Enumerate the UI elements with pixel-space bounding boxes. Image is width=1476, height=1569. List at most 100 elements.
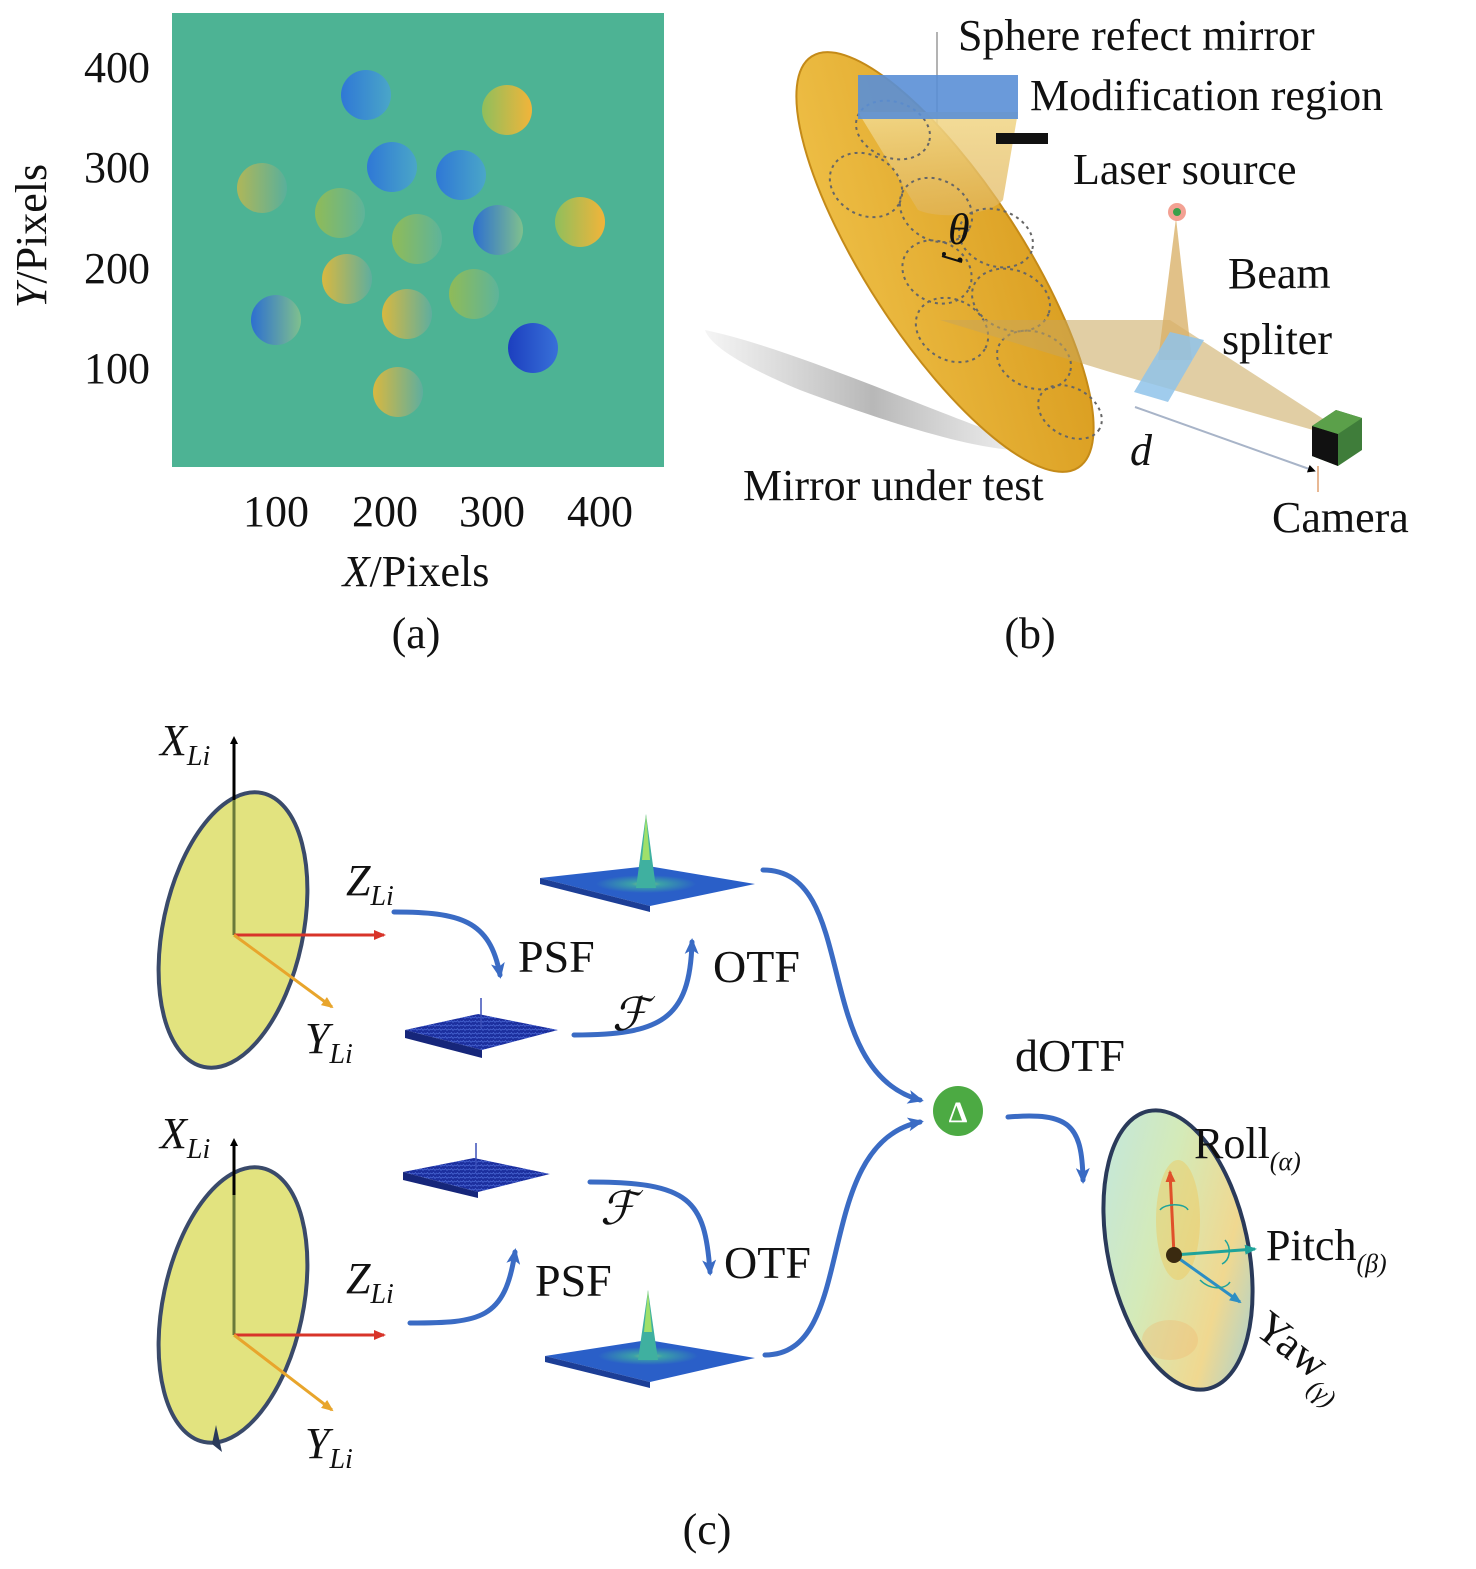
y-tick-label: 200: [84, 244, 150, 293]
flow-arrows: [391, 867, 1090, 1358]
panel-c: XLi ZLi YLi XLi ZLi YLi: [156, 716, 1387, 1554]
label-splitter: spliter: [1222, 315, 1332, 364]
rotation-indicator: [1159, 1204, 1189, 1211]
phase-spot: [508, 323, 558, 373]
arrow-otf-to-delta-upper: [760, 867, 924, 1104]
result-origin: [1166, 1247, 1182, 1263]
phase-spot: [392, 214, 442, 264]
yaw-axis: [1173, 1253, 1242, 1304]
phase-spot: [473, 205, 523, 255]
label-modification-region: Modification region: [1030, 71, 1383, 120]
phase-spot: [341, 70, 391, 120]
psf-surface-upper: [405, 998, 558, 1058]
arrow-fourier-upper: [571, 938, 699, 1038]
modification-region: [858, 75, 1018, 119]
x-axis-ticks: 100 200 300 400: [243, 487, 633, 536]
pitch-label: Pitch(β): [1266, 1221, 1387, 1278]
arrow-delta-to-result: [1005, 1113, 1090, 1184]
roll-label: Roll(α): [1194, 1119, 1301, 1176]
label-camera: Camera: [1272, 493, 1409, 542]
arrow-z-to-psf-lower: [407, 1248, 521, 1326]
otf-surface-lower: [545, 1290, 755, 1388]
delta-symbol: Δ: [949, 1096, 968, 1129]
laser-beam: [1158, 218, 1192, 360]
phase-spot: [251, 295, 301, 345]
camera: [1312, 410, 1362, 492]
psf-surface-lower: [403, 1143, 550, 1198]
label-sphere-mirror: Sphere refect mirror: [958, 11, 1315, 60]
upper-coordinate-frame: XLi ZLi YLi: [156, 716, 394, 1070]
rotation-indicator: [1199, 1279, 1231, 1289]
y-tick-label: 100: [84, 344, 150, 393]
panel-a: 400 300 200 100 100 200 300 400 X/Pixels…: [7, 13, 664, 658]
panel-b: Sphere refect mirror Modification region…: [705, 11, 1409, 658]
mirror-under-test: [795, 51, 1095, 473]
lower-z-label: ZLi: [346, 1254, 394, 1310]
result-hotspot: [1142, 1320, 1198, 1360]
caption-b: (b): [1004, 609, 1055, 658]
modification-marker: [996, 133, 1048, 144]
x-tick-label: 300: [459, 487, 525, 536]
psf-label-upper: PSF: [518, 931, 595, 982]
lower-disk-tab: [212, 1425, 222, 1452]
otf-label-upper: OTF: [713, 941, 800, 992]
otf-label-lower: OTF: [724, 1237, 811, 1288]
return-beam: [940, 320, 1325, 432]
symbol-d: d: [1130, 426, 1153, 475]
y-tick-label: 400: [84, 43, 150, 92]
phase-spot: [367, 142, 417, 192]
caption-a: (a): [392, 609, 441, 658]
y-tick-label: 300: [84, 143, 150, 192]
phase-spot: [449, 269, 499, 319]
upper-y-axis: [233, 933, 334, 1009]
psf-label-lower: PSF: [535, 1255, 612, 1306]
phase-spot: [382, 289, 432, 339]
dotf-label: dOTF: [1015, 1030, 1125, 1081]
beam-cone: [858, 112, 1018, 216]
phase-spot: [555, 197, 605, 247]
x-tick-label: 200: [352, 487, 418, 536]
phase-map-spots: [237, 70, 605, 417]
label-laser-source: Laser source: [1073, 145, 1297, 194]
phase-spot: [373, 367, 423, 417]
upper-x-label: XLi: [158, 716, 210, 772]
phase-spot: [322, 254, 372, 304]
yaw-label: Yaw(γ): [1240, 1301, 1360, 1413]
symbol-theta: θ: [948, 205, 970, 254]
result-hotspot: [1156, 1160, 1200, 1280]
lower-x-label: XLi: [158, 1109, 210, 1165]
x-axis-label: X/Pixels: [341, 547, 490, 596]
x-tick-label: 100: [243, 487, 309, 536]
upper-y-label: YLi: [305, 1014, 353, 1070]
y-axis-label: Y/Pixels: [7, 164, 56, 308]
lower-coordinate-frame: XLi ZLi YLi: [156, 1109, 394, 1475]
otf-surface-upper: [540, 814, 755, 912]
arrow-otf-to-delta-lower: [762, 1117, 924, 1358]
lower-y-axis: [233, 1333, 334, 1412]
y-axis-ticks: 400 300 200 100: [84, 43, 150, 393]
roll-axis: [1165, 1170, 1176, 1256]
attitude-result: Roll(α) Pitch(β) Yaw(γ): [1101, 1108, 1387, 1413]
phase-spot: [436, 150, 486, 200]
fourier-symbol-lower: ℱ: [600, 1183, 644, 1234]
beam-splitter: [1134, 332, 1204, 402]
phase-spot: [482, 85, 532, 135]
rotation-indicator: [1221, 1239, 1230, 1265]
caption-c: (c): [683, 1505, 732, 1554]
lower-y-label: YLi: [305, 1419, 353, 1475]
pitch-axis: [1173, 1244, 1257, 1257]
distance-line: [1134, 406, 1316, 473]
laser-source-core: [1173, 208, 1181, 216]
label-beam: Beam: [1228, 249, 1331, 298]
angle-marker: [941, 252, 963, 263]
x-tick-label: 400: [567, 487, 633, 536]
upper-z-label: ZLi: [346, 856, 394, 912]
phase-spot: [315, 188, 365, 238]
arrow-fourier-lower: [587, 1179, 717, 1276]
arrow-z-to-psf-upper: [391, 909, 505, 979]
mirror-shadow: [705, 330, 1040, 451]
fourier-symbol-upper: ℱ: [612, 989, 656, 1040]
delta-node: Δ: [933, 1086, 983, 1136]
label-mirror-under-test: Mirror under test: [743, 461, 1044, 510]
